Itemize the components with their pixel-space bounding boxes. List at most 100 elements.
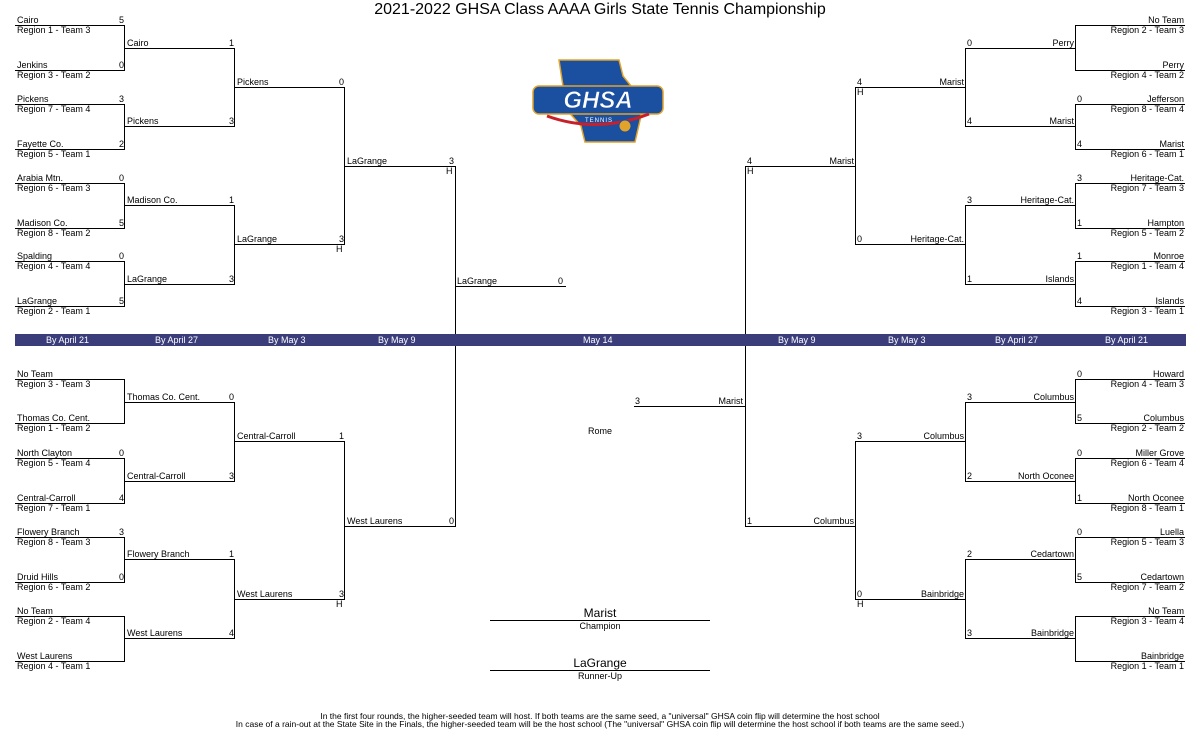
score: 4	[967, 116, 973, 126]
score: 3	[857, 431, 863, 441]
score: 5	[1077, 413, 1083, 423]
team-name: West Laurens	[347, 516, 403, 526]
bracket-line	[1075, 661, 1185, 662]
bracket-line	[490, 670, 710, 671]
seed-label: Region 4 - Team 1	[17, 661, 91, 671]
team-name: Pickens	[237, 77, 269, 87]
score: 5	[118, 15, 124, 25]
bracket-line	[1075, 306, 1185, 307]
team-name: Thomas Co. Cent.	[127, 392, 201, 402]
bracket-line	[965, 402, 966, 482]
bracket-line	[855, 599, 965, 600]
page-title: 2021-2022 GHSA Class AAAA Girls State Te…	[374, 1, 826, 18]
seed-label: Region 1 - Team 1	[1110, 661, 1184, 671]
round-date: By May 9	[778, 335, 816, 345]
bracket-line	[855, 441, 965, 442]
seed-label: Region 6 - Team 1	[1110, 149, 1184, 159]
score: 3	[967, 392, 973, 402]
round-date: May 14	[583, 335, 613, 345]
bracket-line	[634, 406, 745, 407]
bracket-line	[965, 559, 1075, 560]
seed-label: Region 2 - Team 1	[17, 306, 91, 316]
team-name: Cedartown	[1030, 549, 1074, 559]
champion-label: Champion	[579, 621, 621, 631]
score: 0	[1077, 527, 1083, 537]
seed-label: Region 3 - Team 3	[17, 379, 91, 389]
score: 1	[747, 516, 753, 526]
bracket-line	[125, 559, 235, 560]
bracket-line	[965, 481, 1075, 482]
team-name: Arabia Mtn.	[17, 173, 64, 183]
team-name: No Team	[17, 369, 53, 379]
score: 3	[338, 589, 344, 599]
score: 5	[118, 296, 124, 306]
tennis-ball-icon	[618, 119, 632, 133]
runner-up-block: LaGrange Runner-Up	[490, 656, 710, 682]
team-name: Heritage-Cat.	[910, 234, 964, 244]
score: 2	[118, 139, 124, 149]
bracket-line	[125, 284, 235, 285]
score: 0	[558, 276, 564, 286]
bracket-line	[15, 537, 125, 538]
runner-up-name: LaGrange	[573, 656, 627, 670]
round-date: By April 27	[155, 335, 199, 345]
team-name: Cairo	[127, 38, 149, 48]
bracket-line	[1075, 261, 1076, 307]
team-name: Marist	[1159, 139, 1185, 149]
bracket-line	[745, 166, 746, 527]
team-name: Heritage-Cat.	[1020, 195, 1074, 205]
bracket-line	[15, 25, 125, 26]
team-name: LaGrange	[127, 274, 168, 284]
team-name: West Laurens	[17, 651, 73, 661]
team-name: Flowery Branch	[17, 527, 80, 537]
score: 1	[228, 38, 234, 48]
bracket-line	[344, 87, 345, 245]
bracket-line	[15, 306, 125, 307]
bracket-line	[125, 402, 235, 403]
bracket-line	[235, 244, 345, 245]
bracket-line	[1075, 25, 1076, 71]
score: 3	[1077, 173, 1083, 183]
round-date: By May 3	[268, 335, 306, 345]
bracket-line	[125, 126, 235, 127]
team-name: Bainbridge	[1140, 651, 1184, 661]
bracket-line	[965, 559, 966, 639]
bracket-line	[855, 244, 965, 245]
seed-label: Region 3 - Team 1	[1110, 306, 1184, 316]
bracket-line	[15, 70, 125, 71]
score: 1	[1077, 493, 1083, 503]
footnote: In case of a rain-out at the State Site …	[235, 719, 965, 729]
seed-label: Region 7 - Team 3	[1110, 183, 1184, 193]
seed-label: Region 5 - Team 1	[17, 149, 91, 159]
bracket-line	[15, 423, 125, 424]
seed-label: Region 5 - Team 2	[1110, 228, 1184, 238]
team-name: Bainbridge	[920, 589, 964, 599]
host-marker: H	[857, 599, 864, 609]
bracket-line	[1075, 379, 1076, 424]
bracket-line	[15, 183, 125, 184]
bracket-line	[15, 458, 125, 459]
bracket-line	[15, 616, 125, 617]
seed-label: Region 8 - Team 4	[1110, 104, 1184, 114]
seed-label: Region 5 - Team 3	[1110, 537, 1184, 547]
team-name: Fayette Co.	[17, 139, 64, 149]
seed-label: Region 1 - Team 2	[17, 423, 91, 433]
host-marker: H	[446, 166, 453, 176]
team-name: Spalding	[17, 251, 53, 261]
team-name: Marist	[829, 156, 855, 166]
seed-label: Region 4 - Team 3	[1110, 379, 1184, 389]
team-name: Columbus	[1033, 392, 1074, 402]
seed-label: Region 7 - Team 1	[17, 503, 91, 513]
bracket-line	[965, 205, 966, 285]
bracket-line	[965, 638, 1075, 639]
round-date-band: By April 21 By April 27 By May 3 By May …	[15, 334, 1186, 346]
team-name: Islands	[1155, 296, 1184, 306]
score: 4	[1077, 139, 1083, 149]
score: 3	[967, 195, 973, 205]
bracket-line	[124, 458, 125, 504]
bracket-line	[1075, 423, 1185, 424]
team-name: Monroe	[1153, 251, 1184, 261]
host-marker: H	[336, 244, 343, 254]
seed-label: Region 4 - Team 2	[1110, 70, 1184, 80]
team-name: Cairo	[17, 15, 39, 25]
